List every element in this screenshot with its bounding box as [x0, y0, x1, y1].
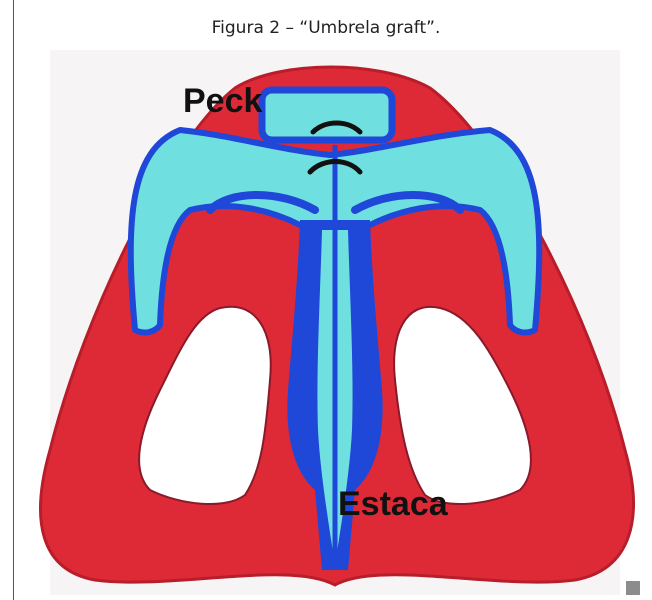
label-peck: Peck	[183, 82, 262, 120]
left-rule	[13, 0, 14, 600]
nose-diagram: Peck Estaca	[30, 50, 640, 595]
nose-diagram-svg: Peck Estaca	[30, 50, 640, 595]
figure-caption: Figura 2 – “Umbrela graft”.	[0, 18, 652, 38]
peck-graft	[262, 90, 392, 140]
corner-mark	[626, 581, 640, 595]
label-estaca: Estaca	[338, 485, 449, 523]
